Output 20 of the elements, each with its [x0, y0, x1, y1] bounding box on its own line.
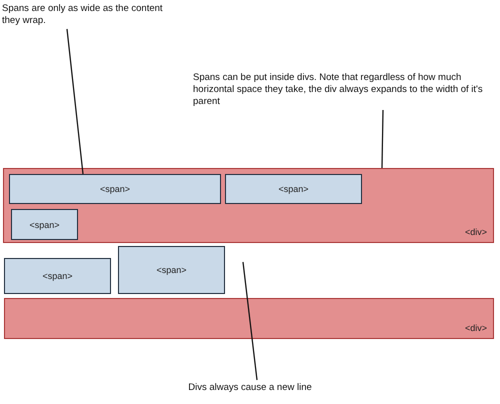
tag-label: <div>: [464, 227, 487, 237]
annotation-text: Spans are only as wide as the content they wrap.: [2, 3, 167, 27]
tag-label: <span>: [42, 271, 73, 281]
span-block: [118, 246, 225, 294]
div-block: [3, 168, 494, 243]
leader-line: [242, 262, 258, 380]
tag-label: <span>: [278, 184, 309, 194]
span-block: [9, 174, 221, 204]
leader-line: [66, 28, 84, 174]
tag-label: <span>: [156, 265, 187, 275]
annotation-text: Divs always cause a new line: [150, 382, 350, 394]
tag-label: <div>: [464, 323, 487, 333]
leader-line: [381, 110, 384, 168]
span-block: [225, 174, 362, 204]
div-block: [4, 298, 494, 339]
annotation-text: Spans can be put inside divs. Note that regardless of how much horizontal space they take, the div always expands to the width of it's parent: [193, 72, 493, 108]
span-block: [11, 209, 78, 240]
tag-label: <span>: [29, 220, 60, 230]
tag-label: <span>: [100, 184, 130, 194]
span-block: [4, 258, 111, 294]
